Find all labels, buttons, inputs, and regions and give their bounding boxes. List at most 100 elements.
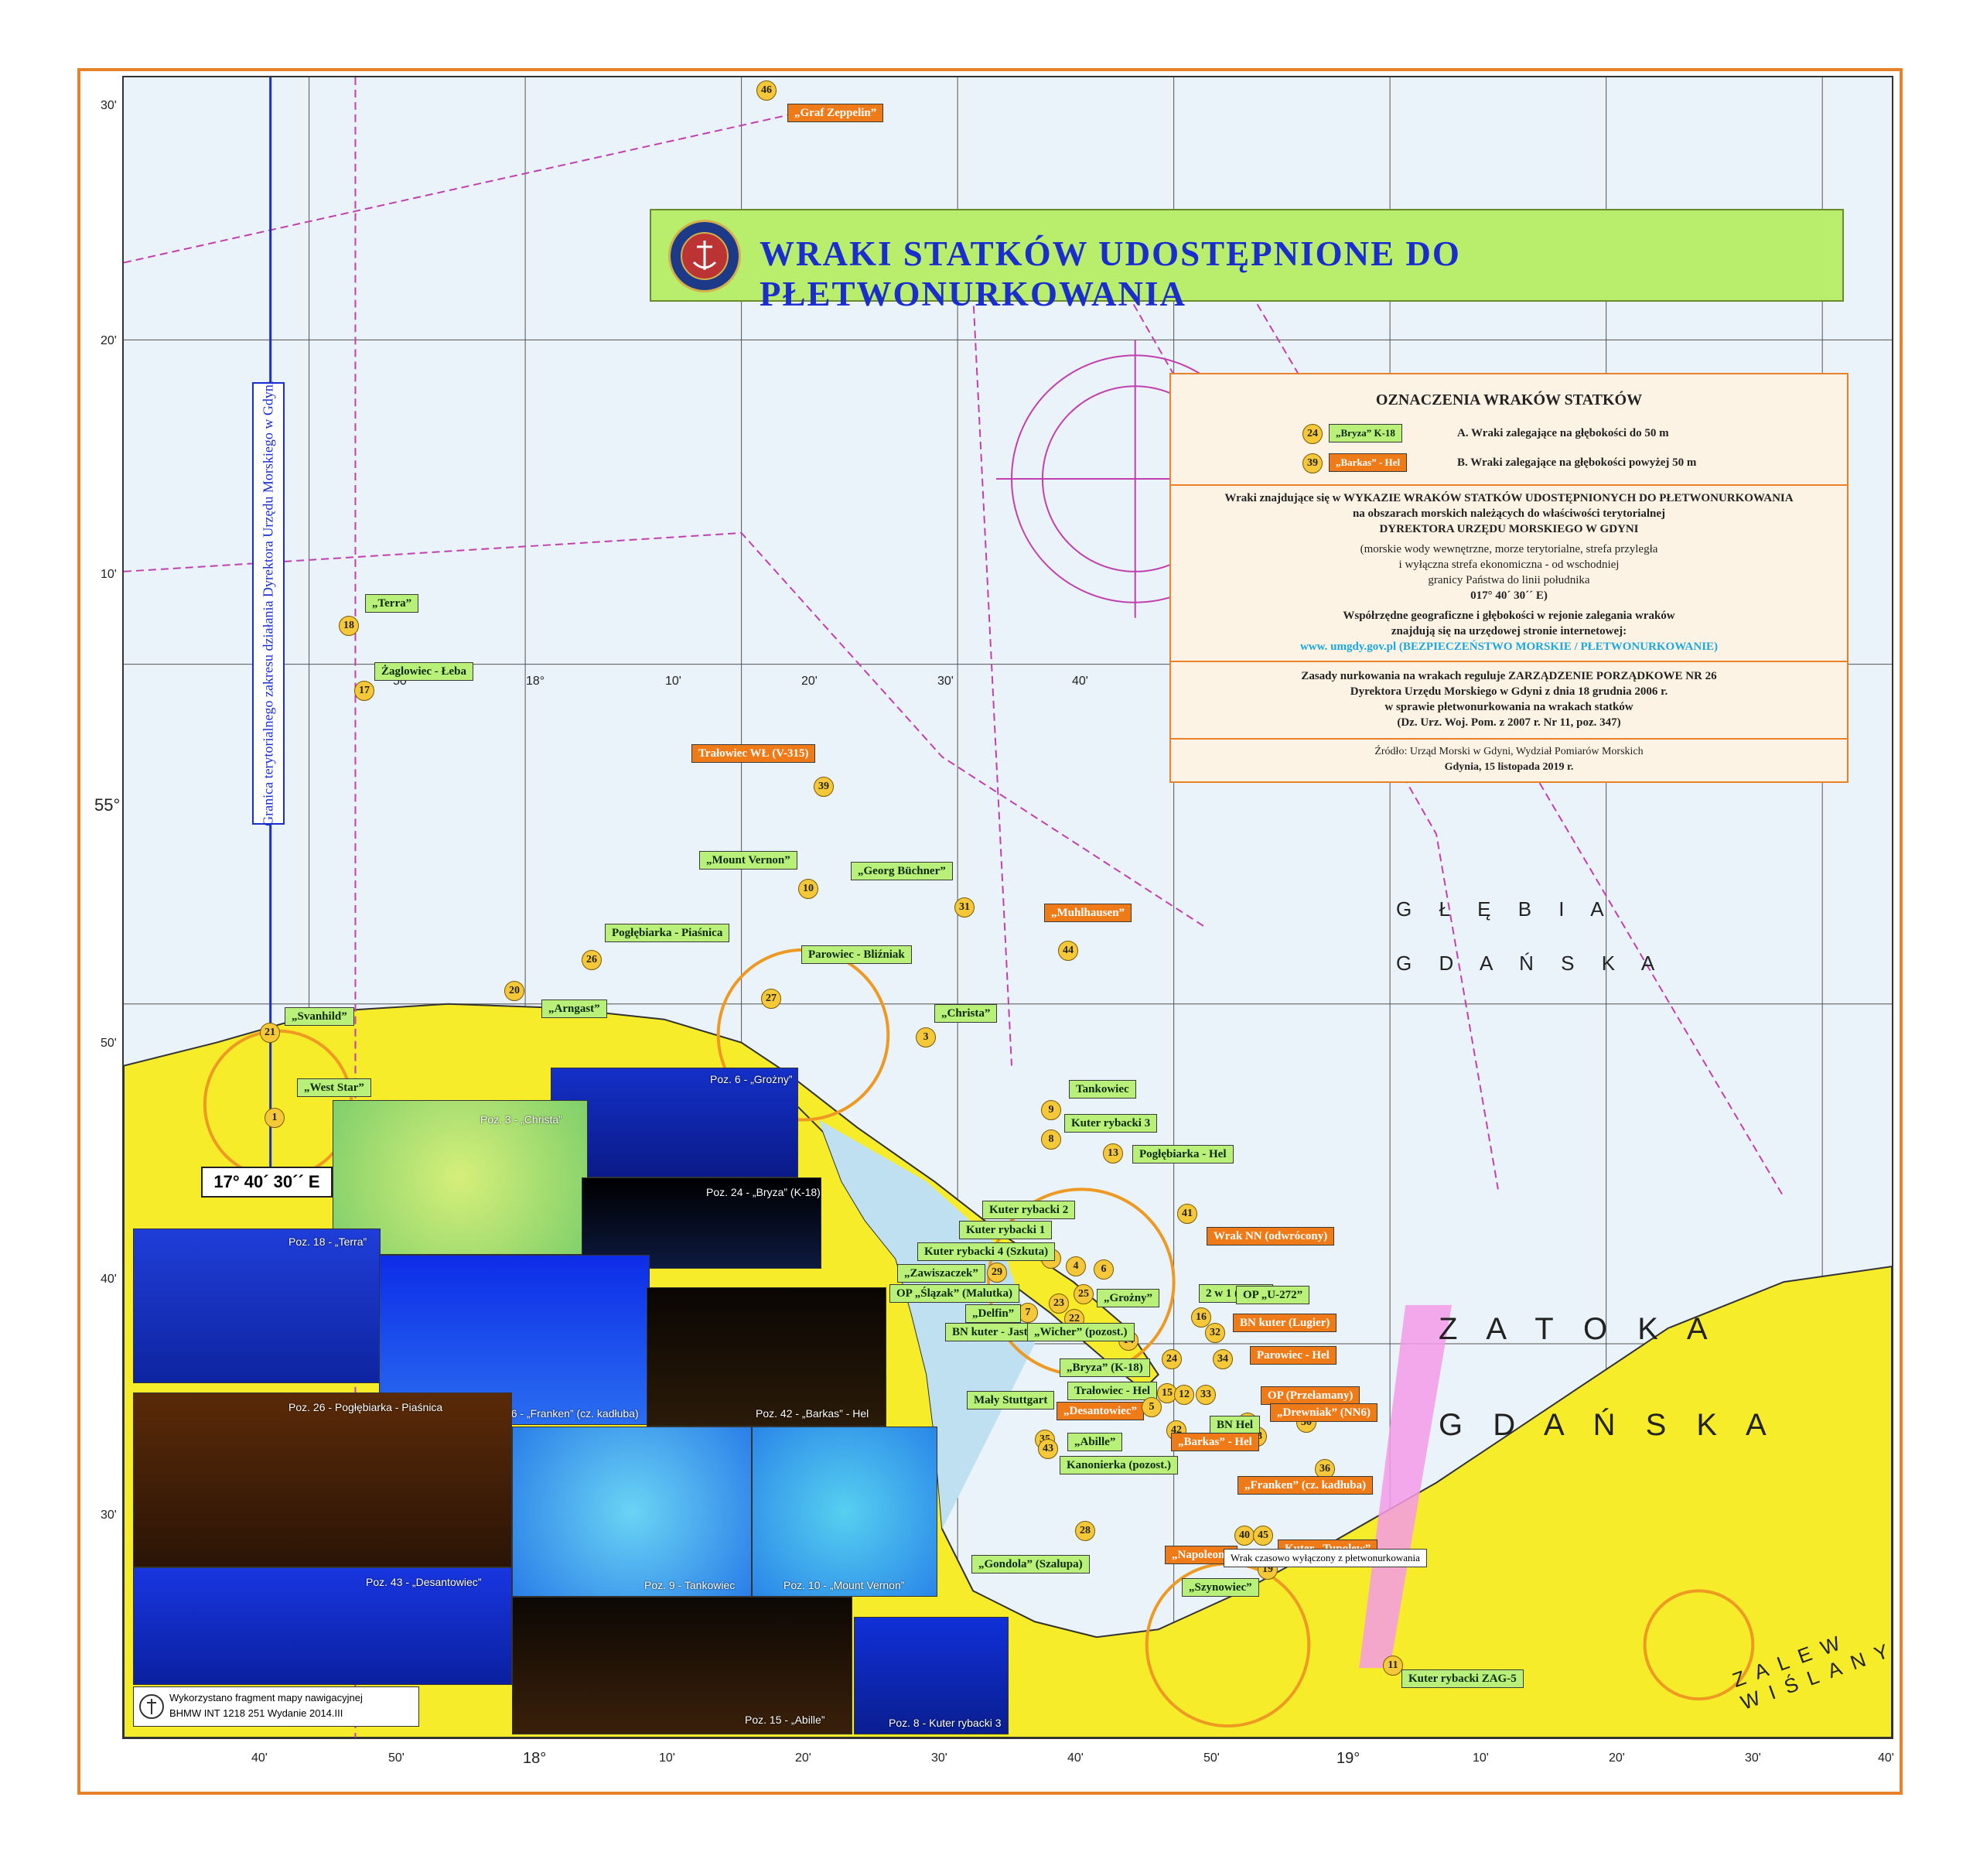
- wreck-label[interactable]: „Desantowiec”: [1057, 1402, 1144, 1420]
- wreck-number-badge[interactable]: 23: [1049, 1293, 1069, 1314]
- wreck-label[interactable]: Kuter rybacki ZAG-5: [1401, 1669, 1524, 1688]
- wreck-label[interactable]: Mały Stuttgart: [967, 1391, 1055, 1410]
- photo-poz-43: Poz. 43 - „Desantowiec”: [133, 1567, 512, 1685]
- wreck-label[interactable]: „Terra”: [365, 594, 419, 613]
- wreck-label[interactable]: „Mount Vernon”: [699, 851, 797, 870]
- wreck-label[interactable]: Kuter rybacki 3: [1064, 1114, 1158, 1133]
- lon-tick: 50': [388, 1751, 405, 1765]
- photo-caption: Poz. 3 - „Christa”: [480, 1113, 562, 1126]
- wreck-label[interactable]: Kuter rybacki 2: [982, 1201, 1076, 1219]
- wreck-number-badge[interactable]: 3: [916, 1027, 936, 1047]
- wreck-number-badge[interactable]: 12: [1174, 1385, 1194, 1405]
- wreck-label[interactable]: „Wicher” (pozost.): [1027, 1323, 1135, 1341]
- wreck-number-badge[interactable]: 41: [1177, 1204, 1197, 1224]
- wreck-label[interactable]: Pogłębiarka - Hel: [1132, 1145, 1234, 1164]
- wreck-label[interactable]: Kuter rybacki 1: [959, 1221, 1053, 1239]
- wreck-number-badge[interactable]: 31: [954, 897, 975, 917]
- wreck-label[interactable]: Kanonierka (pozost.): [1060, 1456, 1178, 1474]
- wreck-number-badge[interactable]: 8: [1041, 1129, 1061, 1150]
- navy-emblem-icon: [139, 1694, 164, 1719]
- wreck-label[interactable]: „Christa”: [934, 1004, 998, 1023]
- wreck-number-badge[interactable]: 7: [1018, 1303, 1038, 1323]
- wreck-number-badge[interactable]: 10: [798, 879, 818, 899]
- wreck-number-badge[interactable]: 29: [987, 1263, 1007, 1283]
- wreck-label[interactable]: „Bryza” (K-18): [1060, 1358, 1150, 1377]
- wreck-number-badge[interactable]: 32: [1205, 1323, 1225, 1343]
- wreck-label[interactable]: „Franken” (cz. kadłuba): [1238, 1476, 1374, 1495]
- wreck-number-badge[interactable]: 11: [1383, 1656, 1403, 1676]
- wreck-number-badge[interactable]: 34: [1213, 1349, 1233, 1369]
- wreck-number-badge[interactable]: 45: [1253, 1526, 1273, 1546]
- wreck-label[interactable]: „Szynowiec”: [1182, 1578, 1259, 1597]
- wreck-number-badge[interactable]: 17: [354, 681, 374, 701]
- wreck-number-badge[interactable]: 21: [260, 1023, 280, 1043]
- wreck-number-badge[interactable]: 20: [504, 981, 524, 1001]
- wreck-label[interactable]: Trałowiec - Hel: [1067, 1382, 1158, 1400]
- wreck-label[interactable]: Pogłębiarka - Piaśnica: [605, 924, 730, 942]
- lon-tick: 20': [1609, 1751, 1625, 1765]
- wreck-label[interactable]: Kuter rybacki 4 (Szkuta): [917, 1242, 1056, 1261]
- wreck-number-badge[interactable]: 13: [1103, 1143, 1123, 1164]
- legend-num-b: 39: [1302, 453, 1323, 473]
- photo-caption: Poz. 43 - „Desantowiec”: [366, 1576, 482, 1588]
- legend-text-b: B. Wraki zalegające na głębokości powyże…: [1457, 456, 1697, 469]
- wreck-label[interactable]: „Svanhild”: [285, 1007, 354, 1026]
- wreck-label[interactable]: „Gondola” (Szalupa): [971, 1555, 1090, 1574]
- wreck-label[interactable]: „Abille”: [1067, 1433, 1123, 1451]
- wreck-label[interactable]: Żaglowiec - Łeba: [374, 662, 473, 681]
- wreck-number-badge[interactable]: 40: [1234, 1526, 1255, 1546]
- wreck-number-badge[interactable]: 44: [1058, 941, 1078, 961]
- legend-separator: [1171, 738, 1847, 740]
- wreck-number-badge[interactable]: 16: [1191, 1307, 1211, 1328]
- wreck-number-badge[interactable]: 4: [1066, 1256, 1086, 1276]
- wreck-label[interactable]: Parowiec - Hel: [1250, 1346, 1336, 1365]
- lat-tick: 50': [101, 1037, 117, 1050]
- wreck-number-badge[interactable]: 46: [756, 80, 777, 101]
- wreck-label[interactable]: BN Hel: [1210, 1416, 1261, 1434]
- wreck-number-badge[interactable]: 25: [1074, 1284, 1094, 1304]
- wreck-number-badge[interactable]: 6: [1094, 1259, 1114, 1280]
- wreck-number-badge[interactable]: 28: [1075, 1521, 1095, 1541]
- top-meridian-tick: 18°: [526, 675, 545, 688]
- wreck-label[interactable]: „Barkas” - Hel: [1171, 1433, 1259, 1451]
- source-line-2: BHMW INT 1218 251 Wydanie 2014.III: [169, 1707, 343, 1719]
- wreck-label[interactable]: „West Star”: [297, 1078, 371, 1097]
- wreck-label[interactable]: „Graf Zeppelin”: [787, 104, 884, 122]
- legend-p16: Gdynia, 15 listopada 2019 r.: [1444, 761, 1574, 773]
- wreck-label[interactable]: „Arngast”: [541, 1000, 607, 1018]
- wreck-label[interactable]: Wrak NN (odwrócony): [1207, 1227, 1335, 1246]
- lon-tick: 30': [1745, 1751, 1761, 1765]
- wreck-number-badge[interactable]: 36: [1315, 1459, 1335, 1479]
- wreck-label[interactable]: OP (Przełamany): [1261, 1386, 1360, 1405]
- wreck-number-badge[interactable]: 26: [582, 950, 602, 970]
- wreck-label[interactable]: OP „Ślązak” (Malutka): [889, 1284, 1020, 1303]
- wreck-number-badge[interactable]: 27: [761, 989, 781, 1009]
- wreck-number-badge[interactable]: 33: [1196, 1385, 1216, 1405]
- wreck-label[interactable]: „Delfin”: [965, 1304, 1022, 1323]
- wreck-label[interactable]: BN kuter (Lugier): [1233, 1314, 1337, 1332]
- wreck-number-badge[interactable]: 1: [265, 1108, 285, 1128]
- top-meridian-tick: 40': [1072, 675, 1088, 688]
- wreck-label[interactable]: „Grożny”: [1097, 1289, 1160, 1307]
- legend-label-a: „Bryza” K-18: [1329, 424, 1402, 443]
- lat-tick: 30': [101, 1509, 117, 1522]
- wreck-label[interactable]: „Zawiszaczek”: [897, 1264, 985, 1283]
- wreck-label[interactable]: „Muhlhausen”: [1044, 904, 1132, 922]
- legend-p4: (morskie wody wewnętrzne, morze terytori…: [1360, 543, 1658, 555]
- wreck-label[interactable]: „Drewniak” (NN6): [1270, 1403, 1377, 1422]
- wreck-label[interactable]: Tankowiec: [1069, 1080, 1136, 1099]
- legend-heading: OZNACZENIA WRAKÓW STATKÓW: [1375, 391, 1643, 408]
- photo-caption: Poz. 8 - Kuter rybacki 3: [889, 1717, 1002, 1729]
- legend-link[interactable]: www. umgdy.gov.pl (BEZPIECZEŃSTWO MORSKI…: [1299, 641, 1719, 653]
- wreck-number-badge[interactable]: 24: [1162, 1349, 1182, 1369]
- wreck-number-badge[interactable]: 18: [339, 616, 359, 636]
- wreck-label[interactable]: Parowiec - Bliźniak: [801, 945, 912, 964]
- wreck-number-badge[interactable]: 43: [1038, 1439, 1058, 1459]
- wreck-number-badge[interactable]: 5: [1142, 1397, 1162, 1417]
- wreck-number-badge[interactable]: 9: [1041, 1100, 1061, 1120]
- wreck-label[interactable]: Trałowiec WŁ (V-315): [691, 744, 816, 763]
- wreck-number-badge[interactable]: 15: [1157, 1383, 1177, 1403]
- wreck-label[interactable]: „Georg Büchner”: [851, 862, 953, 880]
- wreck-label[interactable]: OP „U-272”: [1236, 1286, 1310, 1304]
- wreck-number-badge[interactable]: 39: [814, 777, 834, 797]
